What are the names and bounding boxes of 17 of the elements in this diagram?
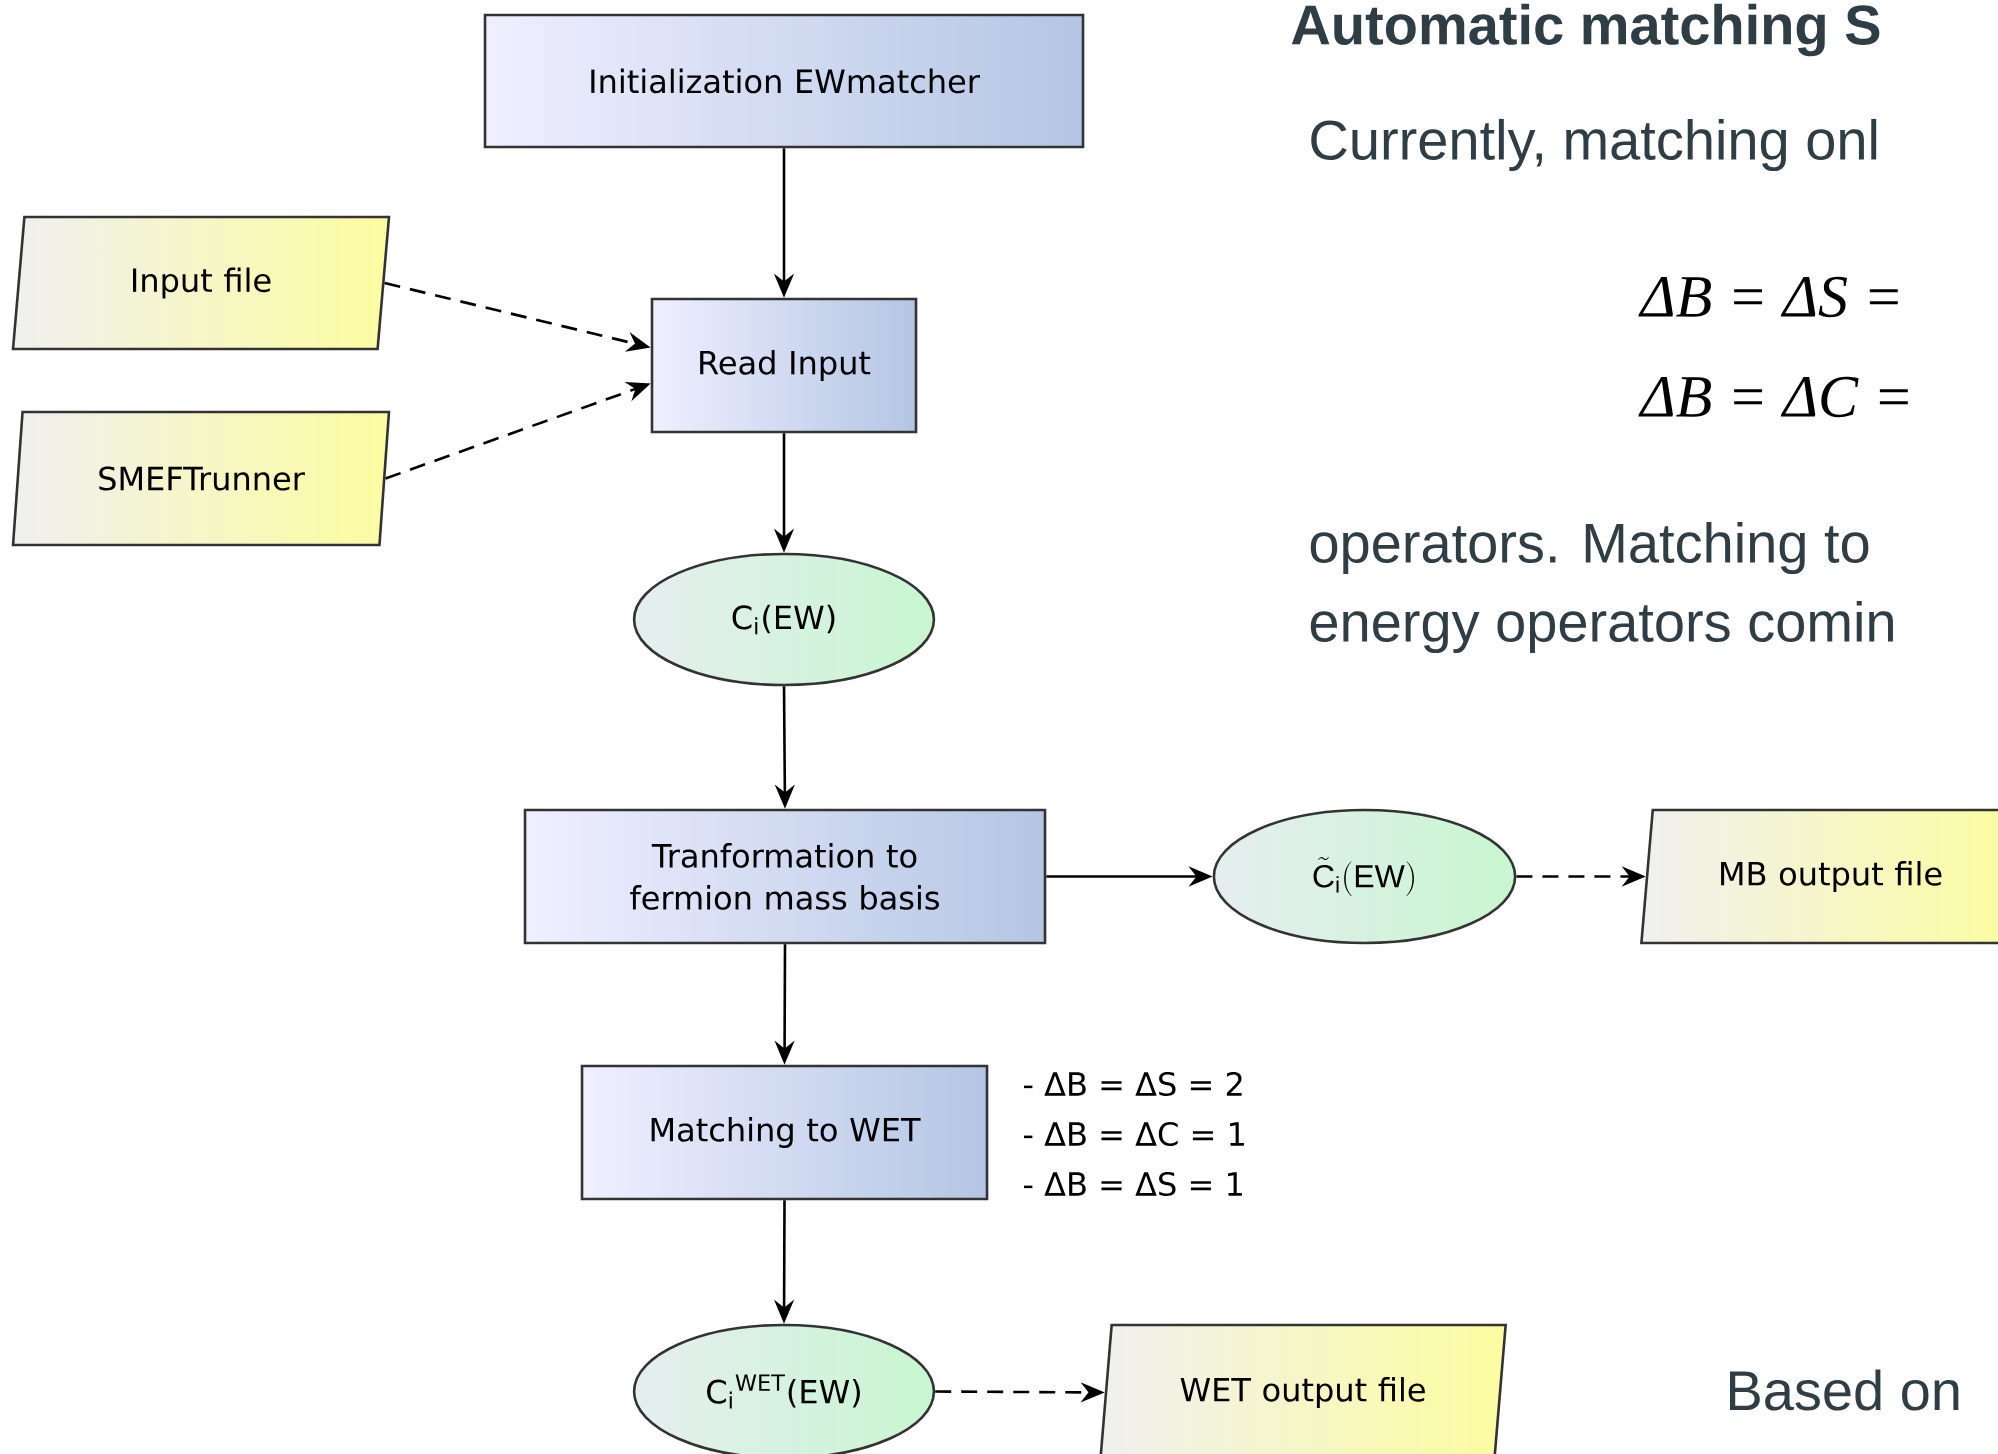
condition-text: - ΔB = ΔS = 1 xyxy=(1024,1171,1242,1197)
data-parallelogram: Input file xyxy=(11,215,391,351)
condition-text: - ΔB = ΔC = 1 xyxy=(1024,1121,1244,1147)
body-text: energy operators comin xyxy=(1310,600,1893,654)
equation: ΔB = ΔS = xyxy=(1638,276,1898,318)
process-box: Read Input xyxy=(650,297,918,434)
process-box: Matching to WET xyxy=(580,1064,989,1201)
condition-text: - ΔB = ΔS = 2 xyxy=(1024,1071,1242,1097)
data-parallelogram: SMEFTrunner xyxy=(11,410,391,547)
process-box: Tranformation to fermion mass basis xyxy=(523,808,1047,945)
body-text: Based on xyxy=(1730,1369,1959,1411)
heading: Automatic matching S xyxy=(1291,3,1880,57)
equation: ΔB = ΔC = xyxy=(1638,376,1908,418)
body-text: Currently, matching onl xyxy=(1311,118,1877,172)
body-text: operators. Matching to xyxy=(1310,521,1869,575)
data-parallelogram: MB output file xyxy=(1640,808,1998,945)
process-box: Initialization EWmatcher xyxy=(483,13,1085,149)
